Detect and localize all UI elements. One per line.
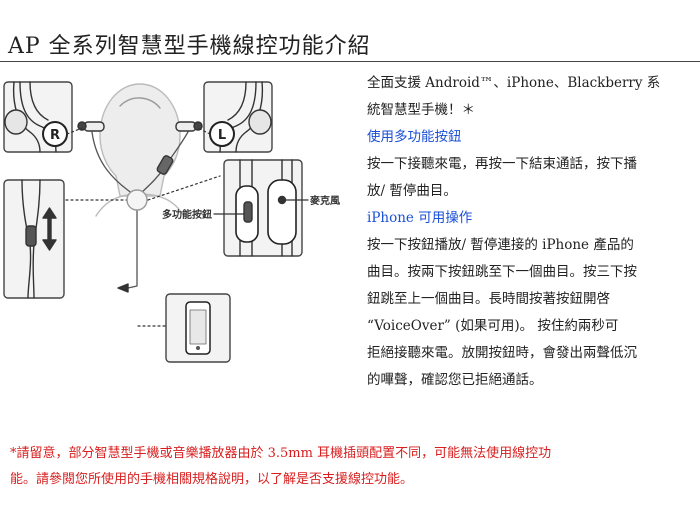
intro-line: 全面支援 Android™、iPhone、Blackberry 系 xyxy=(367,75,661,91)
iphone-text: 的嗶聲，確認您已拒絕通話。 xyxy=(367,372,543,388)
multifunction-text: 放/ 暫停曲目。 xyxy=(367,183,457,199)
multifunction-heading: 使用多功能按鈕 xyxy=(367,129,462,145)
smartphone-inset xyxy=(165,293,231,363)
multifunction-button-label: 多功能按鈕 xyxy=(162,208,212,221)
page-title: AP 全系列智慧型手機線控功能介紹 xyxy=(8,34,371,59)
up-down-arrow-icon xyxy=(42,207,57,251)
iphone-text: “VoiceOver” (如果可用)。 按住約兩秒可 xyxy=(367,318,619,334)
multifunction-text: 按一下接聽來電，再按一下結束通話，按下播 xyxy=(367,156,637,172)
left-marker-text: L xyxy=(218,128,226,143)
description-column: 全面支援 Android™、iPhone、Blackberry 系 統智慧型手機… xyxy=(367,70,695,394)
iphone-text: 按一下按鈕播放/ 暫停連接的 iPhone 產品的 xyxy=(367,237,634,253)
earbuds-on-head xyxy=(77,121,203,132)
iphone-text: 鈕跳至上一個曲目。長時間按著按鈕開啓 xyxy=(367,291,610,307)
footnote-line: 能。請參閱您所使用的手機相關規格說明，以了解是否支援線控功能。 xyxy=(10,472,414,487)
iphone-text: 拒絕接聽來電。放開按鈕時，會發出兩聲低沉 xyxy=(367,345,637,361)
remote-zoom-inset xyxy=(223,159,303,257)
iphone-heading: iPhone 可用操作 xyxy=(367,210,473,226)
intro-line: 統智慧型手機！＊ xyxy=(367,102,475,118)
right-marker-text: R xyxy=(50,128,60,143)
earphone-remote-diagram: R L 多功能按鈕 麥克風 xyxy=(3,81,340,363)
title-divider xyxy=(0,61,700,62)
inline-remote xyxy=(156,155,174,175)
footnote-line: *請留意，部分智慧型手機或音樂播放器由於 3.5mm 耳機插頭配置不同，可能無法… xyxy=(10,446,552,461)
iphone-text: 曲目。按兩下按鈕跳至下一個曲目。按三下按 xyxy=(367,264,637,280)
compatibility-footnote: *請留意，部分智慧型手機或音樂播放器由於 3.5mm 耳機插頭配置不同，可能無法… xyxy=(10,441,690,493)
microphone-label: 麥克風 xyxy=(309,194,340,207)
cable-slider-inset xyxy=(3,179,65,299)
